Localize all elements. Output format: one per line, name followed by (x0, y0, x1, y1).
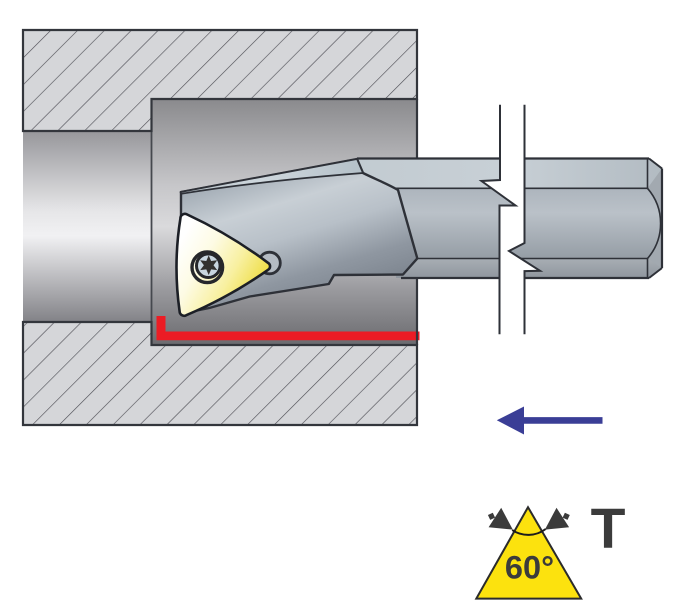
svg-text:60°: 60° (505, 550, 554, 586)
svg-text:T: T (591, 497, 626, 561)
